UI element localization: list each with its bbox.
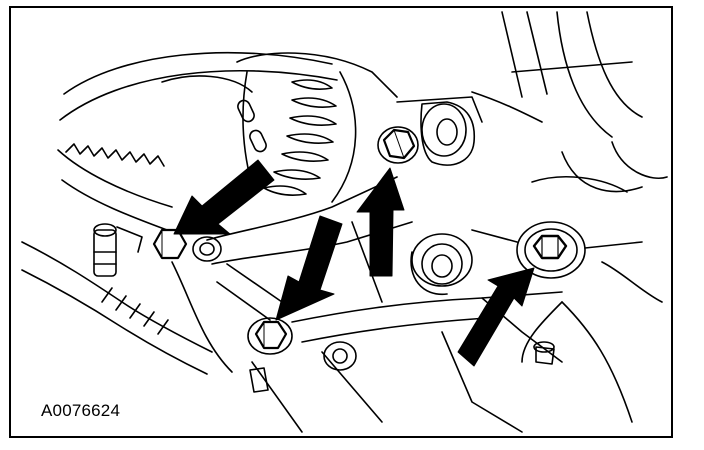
upper-boss — [396, 96, 483, 166]
bolt-right — [532, 234, 568, 260]
right-boss — [471, 221, 643, 279]
fitting-lower-left — [249, 367, 269, 393]
center-boss — [410, 233, 473, 295]
engine-line-drawing — [21, 11, 668, 433]
callout-arrow-lower-center-bolt — [275, 215, 343, 321]
manifold-tubes — [471, 11, 668, 193]
bolt-lower-center — [247, 317, 293, 355]
callout-arrow-upper-center-bolt — [356, 167, 405, 277]
stud-lower-right — [521, 301, 563, 365]
bolt-upper-center — [377, 126, 419, 164]
callout-arrow-right-bolt — [457, 267, 535, 367]
figure-frame: A0076624 — [9, 6, 673, 438]
lower-boss — [323, 341, 357, 371]
figure-id-label: A0076624 — [41, 401, 121, 420]
alternator-housing — [161, 52, 398, 203]
hose-assembly — [21, 223, 213, 375]
bolt-left — [152, 228, 222, 262]
drive-belt — [57, 51, 338, 231]
mounting-bracket — [171, 176, 663, 433]
callout-arrow-left-bolt — [173, 159, 275, 235]
